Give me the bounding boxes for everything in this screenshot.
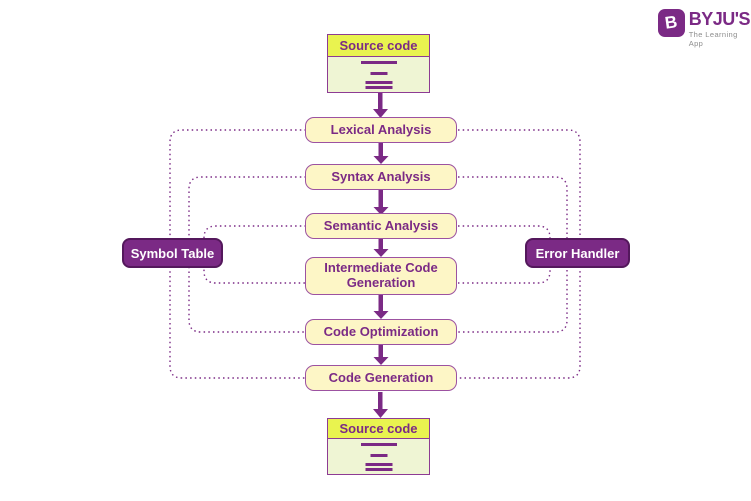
code-line	[360, 443, 397, 446]
symbol-table-label: Symbol Table	[130, 245, 215, 261]
phase-semantic-analysis: Semantic Analysis	[305, 213, 457, 239]
phase-label: Code Optimization	[323, 323, 439, 339]
code-line	[365, 468, 392, 471]
code-line	[370, 72, 387, 75]
phase-label: Lexical Analysis	[330, 121, 432, 137]
source-code-top-body	[328, 57, 429, 92]
byjus-logo[interactable]: B BYJU'S The Learning App	[658, 9, 751, 48]
phase-label: Semantic Analysis	[323, 217, 439, 233]
logo-brand-text: BYJU'S	[688, 9, 751, 29]
code-line	[365, 86, 392, 89]
arrow-source-to-lexical	[373, 93, 388, 118]
byjus-logo-icon: B	[658, 9, 685, 37]
connector-error-inner	[458, 225, 551, 284]
arrow-generation-to-source	[373, 392, 388, 418]
arrow-syntax-to-semantic	[373, 190, 389, 215]
code-line	[360, 61, 397, 64]
phase-label: Code Generation	[328, 369, 434, 385]
connector-error-outer	[458, 129, 581, 379]
phase-lexical-analysis: Lexical Analysis	[305, 117, 457, 143]
source-code-bottom-box: Source code	[327, 418, 430, 475]
arrow-optimization-to-generation	[373, 345, 389, 365]
phase-code-optimization: Code Optimization	[305, 319, 457, 345]
arrow-intermediate-to-optimization	[373, 295, 389, 319]
source-code-bottom-body	[328, 439, 429, 472]
connector-symbol-inner	[203, 225, 306, 284]
byjus-logo-text: BYJU'S The Learning App	[689, 9, 751, 48]
phase-code-generation: Code Generation	[305, 365, 457, 391]
code-line	[365, 81, 392, 84]
error-handler-box: Error Handler	[525, 238, 630, 268]
error-handler-label: Error Handler	[535, 245, 620, 261]
source-code-bottom-label: Source code	[328, 419, 429, 439]
byjus-logo-letter: B	[663, 12, 679, 33]
phase-label: Intermediate Code Generation	[324, 260, 438, 290]
code-line	[370, 454, 387, 457]
logo-tagline: The Learning App	[688, 30, 738, 48]
code-line	[365, 463, 392, 466]
source-code-top-label: Source code	[328, 35, 429, 57]
arrow-semantic-to-intermediate	[373, 239, 389, 257]
symbol-table-box: Symbol Table	[122, 238, 223, 268]
arrow-lexical-to-syntax	[373, 143, 389, 164]
phase-label: Syntax Analysis	[331, 168, 431, 184]
connector-symbol-outer	[169, 129, 306, 379]
phase-syntax-analysis: Syntax Analysis	[305, 164, 457, 190]
phase-intermediate-code-generation: Intermediate Code Generation	[305, 257, 457, 295]
source-code-top-box: Source code	[327, 34, 430, 93]
